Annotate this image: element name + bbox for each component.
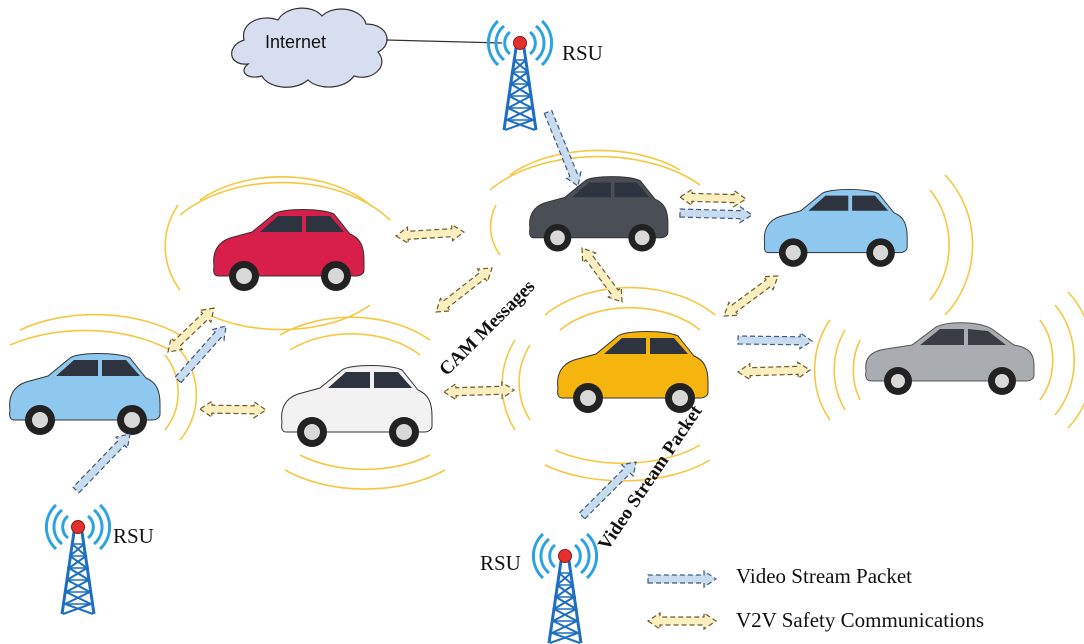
v2v-arrow-white-to-yellow — [442, 381, 516, 401]
v2v-arrow-dark-to-yellow — [581, 247, 623, 303]
yellow-car — [557, 331, 709, 414]
v2v-arrow-lightblue-to-yellow — [723, 275, 779, 317]
video-arrow-yellow-to-gray — [737, 331, 814, 350]
internet-link — [385, 39, 503, 44]
legend-icons — [646, 569, 718, 631]
video-arrow-rsu-left-to-leftblue — [72, 433, 131, 494]
video-arrow-rsu-bottom-to-yellow — [578, 461, 637, 520]
signal-waves — [9, 149, 1084, 490]
gray-sedan — [865, 322, 1035, 396]
legend-video-arrow-icon — [647, 569, 718, 589]
white-car — [281, 365, 433, 448]
rsu-left-label: RSU — [113, 524, 154, 548]
v2v-arrow-cam-messages — [435, 267, 493, 313]
rsu-top-label: RSU — [562, 41, 603, 65]
rsu-bottom-tower-icon — [531, 532, 599, 644]
arrow-layer — [72, 109, 814, 520]
video-arrow-dark-to-lightblue — [679, 205, 754, 224]
v2v-arrow-dark-to-lightblue-1 — [678, 188, 748, 208]
legend-v2v-arrow-icon — [646, 611, 718, 631]
dark-gray-car — [529, 176, 669, 253]
v2v-arrow-yellow-to-gray — [736, 361, 812, 381]
red-car — [213, 209, 365, 292]
internet-label: Internet — [265, 32, 327, 52]
light-blue-car-right — [763, 188, 908, 268]
video-arrow-rsu-top-to-dark-car — [543, 109, 582, 188]
video-arrow-leftblue-to-red — [174, 325, 227, 384]
rsu-bottom-label: RSU — [480, 551, 521, 575]
v2v-arrow-leftblue-to-white — [198, 400, 268, 419]
rsu-top-tower-icon — [486, 19, 554, 132]
legend-video-label: Video Stream Packet — [736, 564, 913, 588]
rsu-left-tower-icon — [44, 503, 112, 616]
legend-v2v-label: V2V Safety Communications — [736, 608, 985, 632]
internet-cloud — [231, 7, 388, 88]
v2v-arrow-red-to-dark — [394, 223, 466, 245]
v2v-arrow-red-to-leftblue — [167, 307, 215, 353]
light-blue-car-left — [9, 353, 161, 436]
